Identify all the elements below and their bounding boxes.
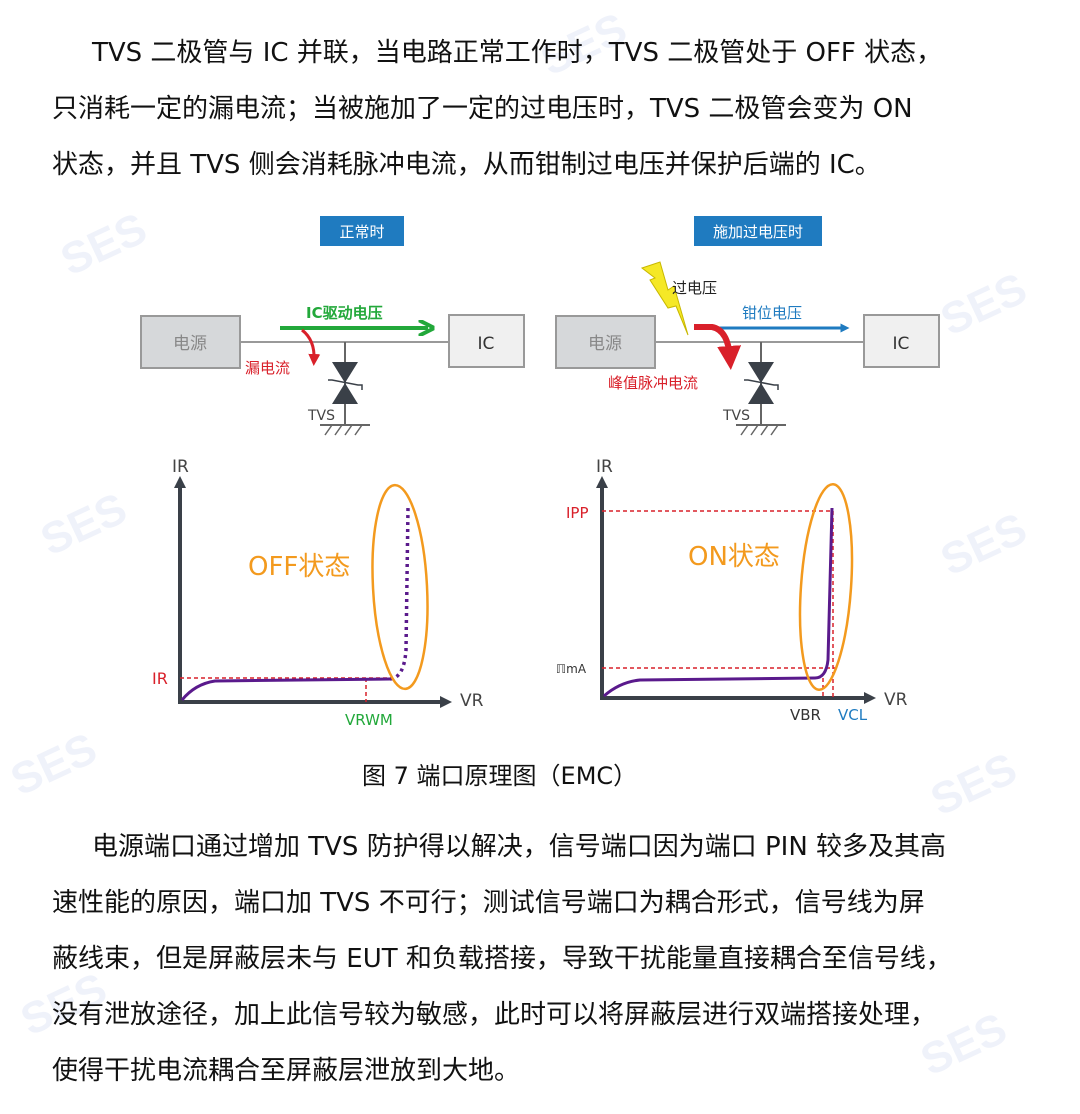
power-source-box xyxy=(555,315,656,369)
overvoltage-title-badge xyxy=(694,216,822,246)
tvs-label: TVS xyxy=(307,408,335,424)
state-highlight xyxy=(371,483,429,691)
iv-curve xyxy=(180,677,391,701)
pulse-current-label: 峰值脉冲电流 xyxy=(608,374,698,392)
paragraph2-line: 电源端口通过增加 TVS 防护得以解决，信号端口因为端口 PIN 较多及其高 xyxy=(92,832,947,862)
normal-diagram: 正常时 电源 IC IC驱动电压 漏电流 TVS xyxy=(140,216,525,436)
on-state-label: ON状态 xyxy=(688,542,780,572)
ic-box xyxy=(863,314,940,368)
ipp-mark: IPP xyxy=(566,504,589,522)
paragraph2-line: 速性能的原因，端口加 TVS 不可行；测试信号端口为耦合形式，信号线为屏 xyxy=(52,888,925,918)
x-axis-label: VR xyxy=(884,690,908,710)
iv-curve xyxy=(603,507,834,698)
overvoltage-title: 施加过电压时 xyxy=(713,223,803,241)
state-highlight xyxy=(798,482,854,692)
paragraph2-line: 使得干扰电流耦合至屏蔽层泄放到大地。 xyxy=(52,1056,521,1086)
on-state-chart: IR VR IPP ℿmA VBR VCL ON状态 xyxy=(556,457,908,724)
ic-label: IC xyxy=(893,334,910,354)
paragraph1-line: TVS 二极管与 IC 并联，当电路正常工作时，TVS 二极管处于 OFF 状态… xyxy=(92,38,943,68)
clamp-voltage-label: 钳位电压 xyxy=(742,304,802,322)
ma-mark: ℿmA xyxy=(556,662,587,676)
tvs-diode-icon xyxy=(320,342,370,436)
ic-box xyxy=(448,314,525,368)
off-state-chart: IR VR IR VRWM OFF状态 xyxy=(152,457,484,729)
drive-voltage-label: IC驱动电压 xyxy=(306,304,383,322)
normal-title: 正常时 xyxy=(339,223,384,241)
power-source-box xyxy=(140,315,241,369)
normal-title-badge xyxy=(320,216,404,246)
vrwm-mark: VRWM xyxy=(345,711,393,729)
overvoltage-label: 过电压 xyxy=(672,279,717,297)
lightning-icon xyxy=(640,261,689,336)
power-source-label: 电源 xyxy=(173,334,207,354)
power-source-label: 电源 xyxy=(588,334,622,354)
pulse-current-arrow xyxy=(694,324,742,370)
vcl-mark: VCL xyxy=(838,706,868,724)
tvs-diode-icon xyxy=(736,342,786,436)
paragraph2-line: 蔽线束，但是屏蔽层未与 EUT 和负载搭接，导致干扰能量直接耦合至信号线， xyxy=(52,944,952,974)
vbr-mark: VBR xyxy=(790,706,821,724)
ic-label: IC xyxy=(478,334,495,354)
paragraph1-line: 状态，并且 TVS 侧会消耗脉冲电流，从而钳制过电压并保护后端的 IC。 xyxy=(52,150,881,180)
y-axis-label: IR xyxy=(596,457,613,477)
ir-mark: IR xyxy=(152,669,168,688)
leak-current-label: 漏电流 xyxy=(245,359,290,377)
x-axis-label: VR xyxy=(460,691,484,711)
figure-caption: 图 7 端口原理图（EMC） xyxy=(362,762,638,790)
paragraph1-line: 只消耗一定的漏电流；当被施加了一定的过电压时，TVS 二极管会变为 ON xyxy=(52,94,913,124)
paragraph2-line: 没有泄放途径，加上此信号较为敏感，此时可以将屏蔽层进行双端搭接处理， xyxy=(52,1000,937,1030)
tvs-label: TVS xyxy=(722,408,750,424)
overvoltage-diagram: 施加过电压时 电源 IC 过电压 钳位电压 峰值脉冲电流 TVS xyxy=(555,216,940,436)
iv-curve-dotted xyxy=(389,507,410,681)
leak-current-arrow xyxy=(301,328,321,366)
y-axis-label: IR xyxy=(172,457,189,477)
off-state-label: OFF状态 xyxy=(248,552,350,582)
tvs-principle-figure: 正常时 电源 IC IC驱动电压 漏电流 TVS 施加过电压时 xyxy=(140,216,940,729)
